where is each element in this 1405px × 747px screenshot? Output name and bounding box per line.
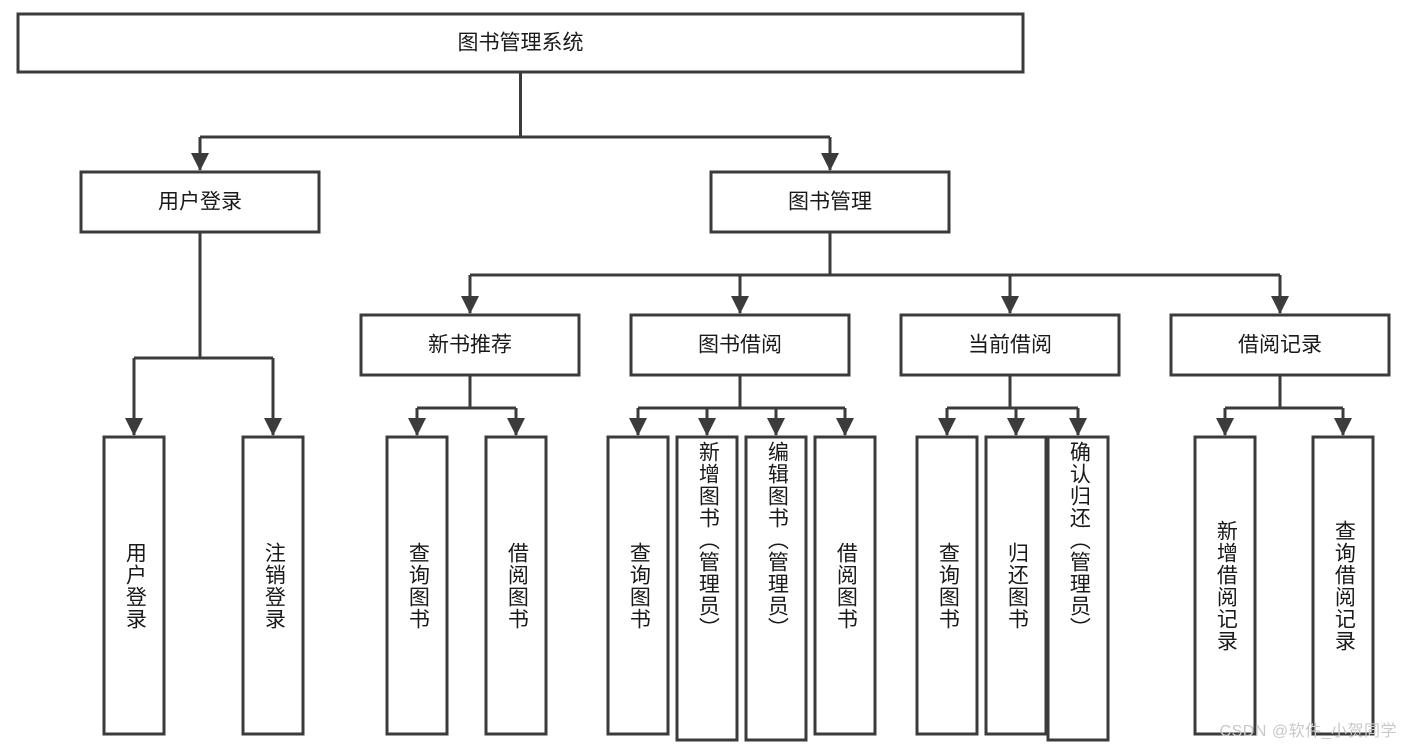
arrow-head-icon: [698, 418, 716, 436]
node-leaf-query-record-rect[interactable]: [1311, 435, 1375, 736]
node-book-borrow[interactable]: 图书借阅: [629, 313, 851, 377]
node-user-login-rect[interactable]: [79, 170, 321, 234]
node-leaf-borrow-book-2-rect[interactable]: [813, 435, 877, 736]
node-leaf-return-book-rect[interactable]: [984, 435, 1048, 736]
arrow-head-icon: [1334, 418, 1352, 436]
node-leaf-query-book-2[interactable]: [606, 435, 670, 736]
arrow-head-icon: [1001, 296, 1019, 314]
arrow-head-icon: [731, 296, 749, 314]
node-leaf-confirm-return[interactable]: [1046, 435, 1110, 742]
node-leaf-return-book[interactable]: [984, 435, 1048, 736]
node-new-book-rec-label: 新书推荐: [428, 334, 512, 357]
node-leaf-logout[interactable]: [241, 435, 305, 736]
node-book-manage-label: 图书管理: [788, 191, 872, 214]
node-root-label: 图书管理系统: [458, 32, 584, 55]
arrow-head-icon: [408, 418, 426, 436]
node-borrow-record-label: 借阅记录: [1238, 334, 1322, 357]
node-user-login-label: 用户登录: [158, 191, 242, 214]
node-book-borrow-label: 图书借阅: [698, 334, 782, 357]
node-leaf-query-book-1[interactable]: [385, 435, 449, 736]
connector-layer: [125, 72, 1352, 436]
arrow-head-icon: [629, 418, 647, 436]
node-leaf-logout-rect[interactable]: [241, 435, 305, 736]
arrow-head-icon: [1069, 418, 1087, 436]
node-leaf-query-book-1-rect[interactable]: [385, 435, 449, 736]
node-leaf-confirm-return-rect[interactable]: [1046, 435, 1110, 742]
node-current-borrow-label: 当前借阅: [968, 334, 1052, 357]
node-leaf-query-book-3[interactable]: [915, 435, 979, 736]
node-leaf-add-record-rect[interactable]: [1193, 435, 1257, 736]
node-new-book-rec-rect[interactable]: [359, 313, 581, 377]
node-new-book-rec[interactable]: 新书推荐: [359, 313, 581, 377]
node-current-borrow-rect[interactable]: [899, 313, 1121, 377]
node-borrow-record-rect[interactable]: [1169, 313, 1391, 377]
node-book-manage-rect[interactable]: [709, 170, 951, 234]
arrow-head-icon: [264, 418, 282, 436]
arrow-head-icon: [767, 418, 785, 436]
arrow-head-icon: [821, 153, 839, 171]
node-current-borrow[interactable]: 当前借阅: [899, 313, 1121, 377]
node-leaf-query-book-3-rect[interactable]: [915, 435, 979, 736]
arrow-head-icon: [125, 418, 143, 436]
node-leaf-user-login[interactable]: [102, 435, 166, 736]
node-leaf-edit-book-rect[interactable]: [744, 435, 808, 742]
node-leaf-query-record[interactable]: [1311, 435, 1375, 736]
arrow-head-icon: [836, 418, 854, 436]
node-root[interactable]: 图书管理系统: [16, 12, 1025, 74]
node-leaf-add-record[interactable]: [1193, 435, 1257, 736]
node-leaf-user-login-rect[interactable]: [102, 435, 166, 736]
watermark-text: CSDN @软件_小贺同学: [1219, 723, 1397, 740]
node-user-login[interactable]: 用户登录: [79, 170, 321, 234]
node-leaf-add-book[interactable]: [675, 435, 739, 742]
arrow-head-icon: [507, 418, 525, 436]
node-leaf-borrow-book-1-rect[interactable]: [484, 435, 548, 736]
arrow-head-icon: [1216, 418, 1234, 436]
node-root-rect[interactable]: [16, 12, 1025, 74]
node-leaf-borrow-book-1[interactable]: [484, 435, 548, 736]
arrow-head-icon: [461, 296, 479, 314]
node-leaf-borrow-book-2[interactable]: [813, 435, 877, 736]
node-book-borrow-rect[interactable]: [629, 313, 851, 377]
node-leaf-query-book-2-rect[interactable]: [606, 435, 670, 736]
node-book-manage[interactable]: 图书管理: [709, 170, 951, 234]
node-leaf-edit-book[interactable]: [744, 435, 808, 742]
arrow-head-icon: [1271, 296, 1289, 314]
arrow-head-icon: [1007, 418, 1025, 436]
arrow-head-icon: [191, 153, 209, 171]
node-leaf-add-book-rect[interactable]: [675, 435, 739, 742]
arrow-head-icon: [938, 418, 956, 436]
node-borrow-record[interactable]: 借阅记录: [1169, 313, 1391, 377]
